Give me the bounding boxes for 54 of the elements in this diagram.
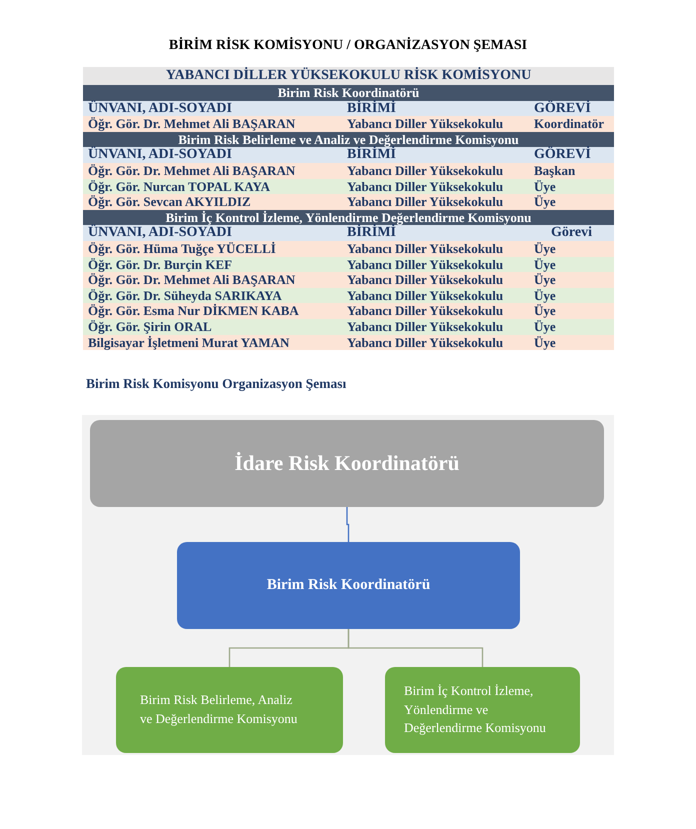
unit-name: Yabancı Diller Yüksekokulu xyxy=(347,272,504,288)
unit-name: Yabancı Diller Yüksekokulu xyxy=(347,194,504,210)
unit-name: Yabancı Diller Yüksekokulu xyxy=(347,288,504,304)
unit-name: Yabancı Diller Yüksekokulu xyxy=(347,240,504,257)
unit-name: Yabancı Diller Yüksekokulu xyxy=(347,256,504,272)
unit-name: Yabancı Diller Yüksekokulu xyxy=(347,162,504,179)
unit-name: Yabancı Diller Yüksekokulu xyxy=(347,318,504,334)
member-name: Öğr. Gör. Hüma Tuğçe YÜCELLİ xyxy=(88,240,276,257)
duty-text: Üye xyxy=(534,178,556,194)
member-name: Öğr. Gör. Dr. Süheyda SARIKAYA xyxy=(88,288,282,304)
table-title-bar: YABANCI DİLLER YÜKSEKOKULU RİSK KOMİSYONU xyxy=(83,67,614,85)
column-header: Görevi xyxy=(551,225,592,241)
member-name: Öğr. Gör. Sevcan AKYILDIZ xyxy=(88,194,251,210)
member-name: Öğr. Gör. Dr. Mehmet Ali BAŞARAN xyxy=(88,272,296,288)
unit-name: Yabancı Diller Yüksekokulu xyxy=(347,116,504,132)
duty-text: Başkan xyxy=(534,162,576,179)
column-header: BİRİMİ xyxy=(347,100,396,116)
duty-text: Üye xyxy=(534,334,556,350)
duty-text: Üye xyxy=(534,288,556,304)
connector-line xyxy=(346,507,350,542)
org-box: Birim İç Kontrol İzleme, Yönlendirme ve Değerlendirme Komisyonu xyxy=(385,667,580,753)
member-name: Öğr. Gör. Nurcan TOPAL KAYA xyxy=(88,178,270,194)
member-name: Bilgisayar İşletmeni Murat YAMAN xyxy=(88,334,290,350)
duty-text: Üye xyxy=(534,318,556,334)
member-name: Öğr. Gör. Şirin ORAL xyxy=(88,318,212,334)
column-header: BİRİMİ xyxy=(347,147,396,163)
column-header: ÜNVANI, ADI-SOYADI xyxy=(88,100,232,116)
member-name: Öğr. Gör. Dr. Burçin KEF xyxy=(88,256,232,272)
unit-name: Yabancı Diller Yüksekokulu xyxy=(347,178,504,194)
org-box: Birim Risk Belirleme, Analiz ve Değerlendirme Komisyonu xyxy=(116,667,343,753)
org-box: İdare Risk Koordinatörü xyxy=(90,420,604,507)
page-title: BİRİM RİSK KOMİSYONU / ORGANİZASYON ŞEMASI xyxy=(168,38,528,54)
duty-text: Üye xyxy=(534,272,556,288)
column-header: ÜNVANI, ADI-SOYADI xyxy=(88,225,232,241)
section-header-bar: Birim Risk Belirleme ve Analiz ve Değerlendirme Komisyonu xyxy=(83,132,614,148)
org-box: Birim Risk Koordinatörü xyxy=(177,542,520,629)
connector-line xyxy=(348,629,484,667)
member-name: Öğr. Gör. Dr. Mehmet Ali BAŞARAN xyxy=(88,116,296,132)
column-header: GÖREVİ xyxy=(534,147,591,163)
member-name: Öğr. Gör. Esma Nur DİKMEN KABA xyxy=(88,303,299,319)
section-header-bar: Birim İç Kontrol İzleme, Yönlendirme Değerlendirme Komisyonu xyxy=(83,210,614,226)
column-header: GÖREVİ xyxy=(534,100,591,116)
section-heading: Birim Risk Komisyonu Organizasyon Şeması xyxy=(86,376,346,392)
duty-text: Üye xyxy=(534,240,556,257)
duty-text: Koordinatör xyxy=(534,116,604,132)
unit-name: Yabancı Diller Yüksekokulu xyxy=(347,334,504,350)
duty-text: Üye xyxy=(534,194,556,210)
unit-name: Yabancı Diller Yüksekokulu xyxy=(347,303,504,319)
column-header: ÜNVANI, ADI-SOYADI xyxy=(88,147,232,163)
section-header-bar: Birim Risk Koordinatörü xyxy=(83,85,614,101)
column-header: BİRİMİ xyxy=(347,225,396,241)
duty-text: Üye xyxy=(534,303,556,319)
duty-text: Üye xyxy=(534,256,556,272)
member-name: Öğr. Gör. Dr. Mehmet Ali BAŞARAN xyxy=(88,162,296,179)
